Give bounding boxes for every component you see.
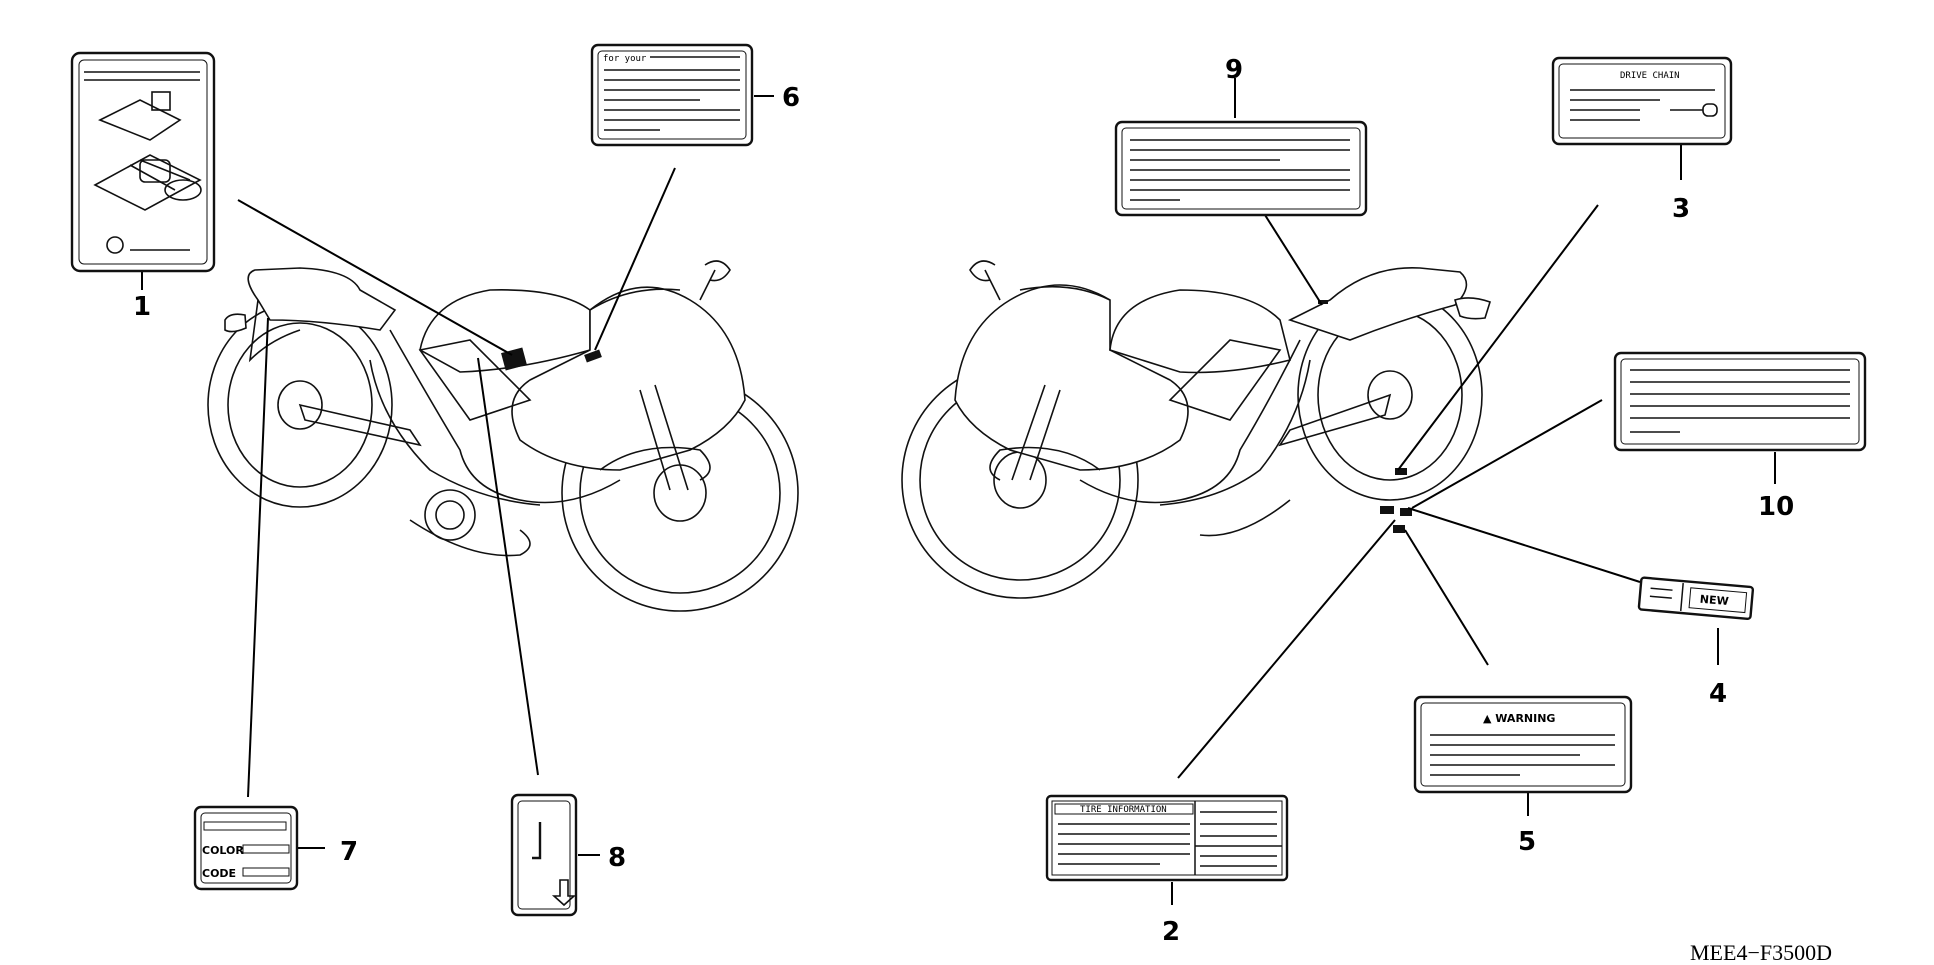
drive-chain-header: DRIVE CHAIN — [1620, 71, 1680, 81]
warning-header: ▲ WARNING — [1483, 712, 1555, 725]
label-5-warning-plate: ▲ WARNING — [1413, 695, 1633, 794]
callout-4: 4 — [1709, 679, 1727, 709]
label-10-plate — [1613, 351, 1867, 452]
callout-2: 2 — [1162, 917, 1180, 947]
motorcycle-right-view — [901, 260, 1491, 599]
code-label-text: CODE — [202, 867, 236, 880]
color-label-text: COLOR — [202, 844, 244, 857]
label-3-drive-chain-plate: DRIVE CHAIN — [1551, 56, 1733, 146]
label-6-plate: for your — [590, 43, 754, 147]
callout-7: 7 — [340, 837, 358, 867]
callout-3: 3 — [1672, 194, 1690, 224]
down-arrow-icon — [551, 879, 577, 907]
label-4-new-plate: NEW — [1637, 576, 1755, 621]
label-6-header: for your — [603, 54, 647, 64]
callout-1: 1 — [133, 292, 151, 322]
label-1-tire-pressure-plate — [70, 51, 216, 273]
drawing-code: MEE4−F3500D — [1690, 940, 1832, 965]
callout-8: 8 — [608, 843, 626, 873]
callout-6: 6 — [782, 83, 800, 113]
label-8-plate — [510, 793, 578, 917]
callout-9: 9 — [1225, 55, 1243, 85]
callout-10: 10 — [1758, 492, 1794, 522]
callout-5: 5 — [1518, 827, 1536, 857]
motorcycle-left-view — [207, 260, 799, 612]
lever-icon — [532, 822, 542, 860]
leader-lines — [141, 78, 1776, 905]
tire-information-header: TIRE INFORMATION — [1080, 805, 1167, 815]
tire-pressure-diagram-icon — [93, 91, 202, 254]
new-tag-text: NEW — [1699, 593, 1729, 608]
label-7-color-code-plate: COLOR CODE — [193, 805, 299, 891]
callout-numbers: 1 2 3 4 5 6 7 8 9 10 — [133, 55, 1794, 947]
label-2-tire-information-plate: TIRE INFORMATION — [1045, 794, 1289, 882]
label-9-plate — [1114, 120, 1368, 217]
